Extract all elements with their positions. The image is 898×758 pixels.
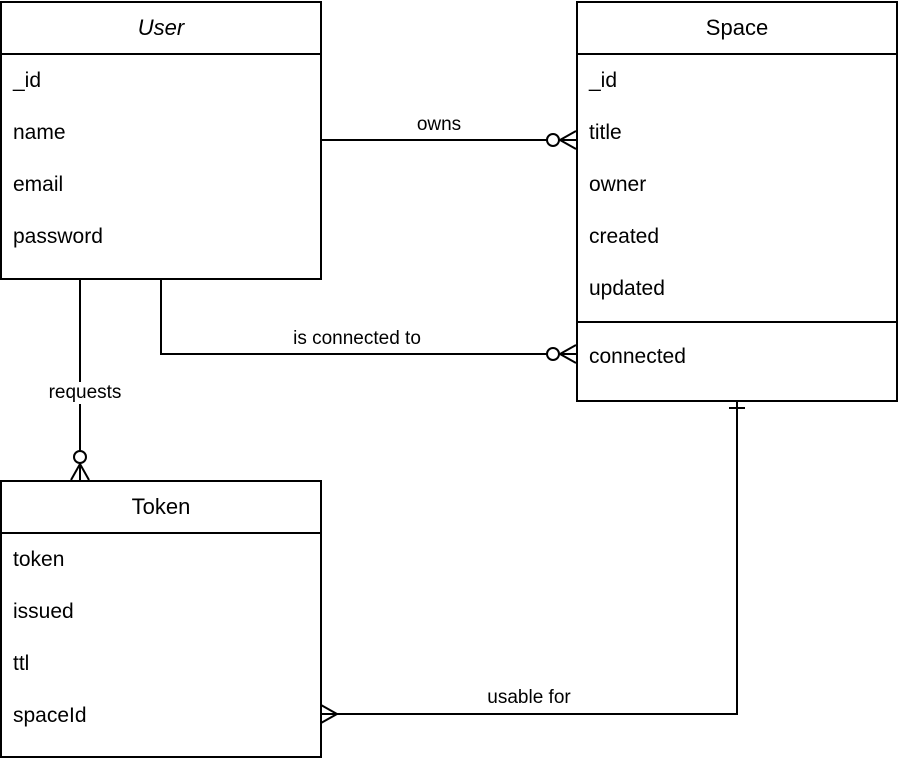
space-section-divider xyxy=(578,321,896,323)
space-field-id: _id xyxy=(589,69,618,92)
token-field-ttl: ttl xyxy=(13,652,30,675)
user-field-id: _id xyxy=(13,69,42,92)
user-field-password: password xyxy=(13,225,103,248)
token-field-issued: issued xyxy=(13,600,74,623)
user-entity-title: User xyxy=(2,3,320,55)
token-entity-title: Token xyxy=(2,482,320,534)
user-entity: User _id name email password xyxy=(0,1,322,280)
space-field-title: title xyxy=(589,121,622,144)
usable-for-connector xyxy=(320,401,745,724)
requests-connector xyxy=(70,279,90,481)
space-entity-title: Space xyxy=(578,3,896,55)
user-field-name: name xyxy=(13,121,66,144)
token-entity: Token token issued ttl spaceId xyxy=(0,480,322,758)
requests-label: requests xyxy=(48,382,122,404)
usable-for-label: usable for xyxy=(487,687,571,709)
space-field-created: created xyxy=(589,225,660,248)
space-entity: Space _id title owner created updated co… xyxy=(576,1,898,402)
is-connected-to-label: is connected to xyxy=(293,328,421,350)
owns-label: owns xyxy=(416,114,462,136)
space-field-owner: owner xyxy=(589,173,647,196)
owns-connector xyxy=(321,130,577,150)
space-field-updated: updated xyxy=(589,277,665,300)
token-field-token: token xyxy=(13,548,65,571)
is-connected-to-connector xyxy=(160,279,577,364)
token-field-spaceid: spaceId xyxy=(13,704,87,727)
space-field-connected: connected xyxy=(589,345,686,368)
user-field-email: email xyxy=(13,173,64,196)
